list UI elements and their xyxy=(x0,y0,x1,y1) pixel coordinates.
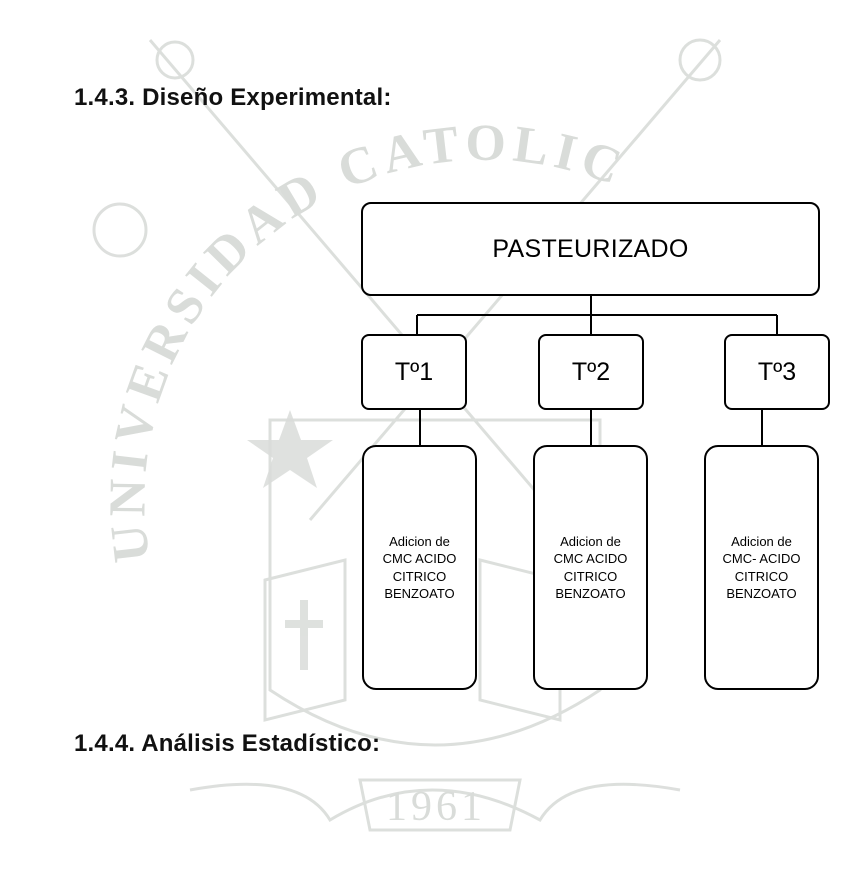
section-heading-diseno-experimental: 1.4.3. Diseño Experimental: xyxy=(74,84,392,111)
diagram-root-node: PASTEURIZADO xyxy=(361,202,820,296)
section-heading-analisis-estadistico: 1.4.4. Análisis Estadístico: xyxy=(74,730,381,757)
root-node-label: PASTEURIZADO xyxy=(492,234,689,263)
watermark-year: 1961 xyxy=(386,784,486,830)
treatment-node-3: Tº3 xyxy=(724,334,830,410)
treatment-detail-text: Adicion de CMC- ACIDO CITRICO BENZOATO xyxy=(722,534,801,601)
treatment-node-2: Tº2 xyxy=(538,334,644,410)
treatment-detail-text: Adicion de CMC ACIDO CITRICO BENZOATO xyxy=(382,534,457,601)
treatment-label: Tº3 xyxy=(757,357,797,386)
treatment-detail-node-1: Adicion de CMC ACIDO CITRICO BENZOATO xyxy=(362,445,477,690)
treatment-node-1: Tº1 xyxy=(361,334,467,410)
treatment-label: Tº2 xyxy=(571,357,611,386)
treatment-detail-node-3: Adicion de CMC- ACIDO CITRICO BENZOATO xyxy=(704,445,819,690)
treatment-label: Tº1 xyxy=(394,357,434,386)
treatment-detail-node-2: Adicion de CMC ACIDO CITRICO BENZOATO xyxy=(533,445,648,690)
treatment-detail-text: Adicion de CMC ACIDO CITRICO BENZOATO xyxy=(553,534,628,601)
